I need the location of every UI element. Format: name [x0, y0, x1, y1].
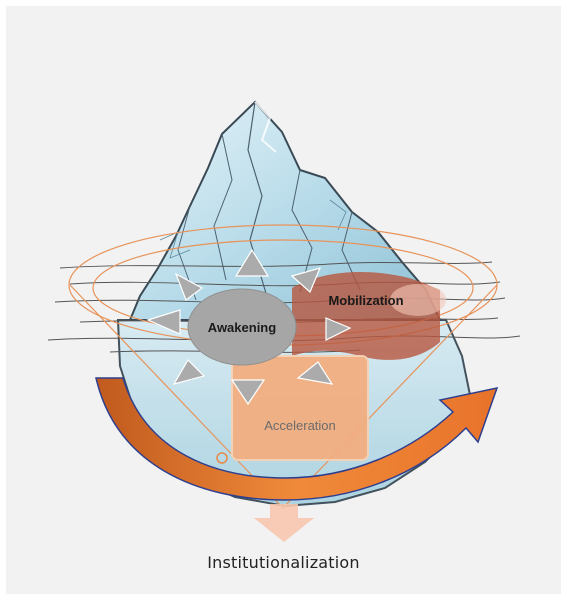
institutionalization-arrow — [254, 504, 314, 542]
mobilization-label: Mobilization — [328, 293, 403, 308]
awakening-label: Awakening — [208, 320, 276, 335]
institutionalization-label: Institutionalization — [207, 553, 360, 572]
cycle-arrow — [95, 377, 499, 501]
radiating-arrows — [146, 248, 352, 406]
awakening-ellipse — [187, 288, 297, 366]
mobilization-shape — [292, 272, 446, 360]
acceleration-box — [216, 355, 369, 464]
acceleration-label: Acceleration — [264, 418, 336, 433]
